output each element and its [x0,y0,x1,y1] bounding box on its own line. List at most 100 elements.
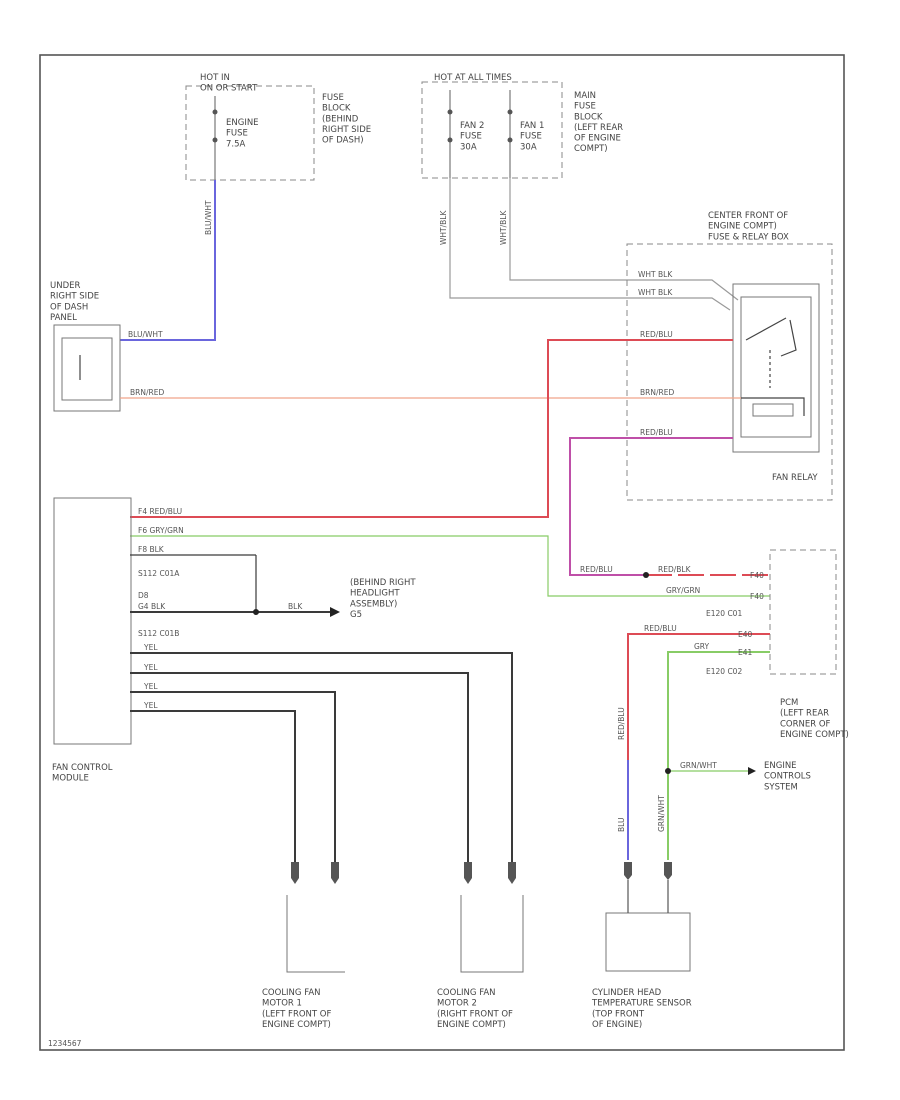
blu-vertical-label: BLU [617,818,626,832]
fan2-gray-wire [449,178,731,311]
green-cht-wire [667,651,770,860]
relay-switch-contact [780,319,797,357]
motor1-connector-a [291,862,299,884]
fan-relay-box [732,283,820,453]
red-blu-pcm-a-label: RED/BLU [580,565,613,574]
purple-wire [569,437,733,576]
gry-grn-pcm-label: GRY/GRN [666,586,700,595]
fcm-grn-grn-label: F6 GRY/GRN [138,526,184,535]
pin-f40-label: F40 [750,571,764,580]
yel-wire-1 [130,652,513,862]
yel-wire-2 [130,672,469,862]
brn-red-relay-label: BRN/RED [640,388,674,397]
fan2-fuse-terminal-top [447,109,453,115]
fan-relay-inner [740,296,812,438]
green-wire [130,535,770,597]
ground-splice [253,609,259,615]
wht-blk-vertical-2: WHT/BLK [499,210,508,245]
d8-label: D8 [138,591,149,600]
cht-connector-2 [664,862,672,880]
under-dash-inner [61,337,113,401]
cooling-fan-2-box [460,895,524,973]
red-blu-cht-label: RED/BLU [644,624,677,633]
s112b-label: S112 C01B [138,629,179,638]
yel-wire-3 [130,691,336,862]
e120-label: E120 C01 [706,609,742,618]
fan1-fuse-terminal-top [507,109,513,115]
relay-coil [752,403,794,417]
pin-e40-label: E40 [738,630,753,639]
blu-wht-vertical-label: BLU/WHT [204,200,213,235]
diagram-frame [39,54,845,1051]
pcm-splice-dot [643,572,649,578]
red-wire [130,339,733,518]
engine-fuse-terminal-top [212,109,218,115]
fuse-relay-box-outline [626,243,833,501]
fan1-gray-wire [509,178,739,301]
gry-grn-cht-label: GRY [694,642,710,651]
relay-switch-arm [745,317,787,341]
blue-wire [120,180,216,341]
fcm-blk-label: F8 BLK [138,545,165,554]
motor2-connector-a [464,862,472,884]
pin-f40b-label: F40 [750,592,764,601]
fan1-fuse-terminal-bottom [507,137,513,143]
e120b-label: E120 C02 [706,667,742,676]
blu-wht-label: BLU/WHT [128,330,163,339]
yel-label-2: YEL [143,663,158,672]
red-blu-relay2-label: RED/BLU [640,428,673,437]
blk-g5-label: BLK [288,602,303,611]
yel-label-1: YEL [143,643,158,652]
hot-at-all-times-label: HOT AT ALL TIMES [434,73,512,83]
fcm-red-blu-label: F4 RED/BLU [138,507,182,516]
grn-vertical-label: GRN/WHT [657,795,666,832]
engine-controls-splice [665,768,671,774]
red-blu-cht-wire [627,633,770,760]
g4-blk-label: G4 BLK [138,602,166,611]
pcm-outline [769,549,837,675]
fuse-block-dash-outline [185,85,315,181]
motor1-connector-b [331,862,339,884]
red-blu-pcm-b-label: RED/BLK [658,565,692,574]
red-blu-vertical-label: RED/BLU [617,707,626,740]
pin-e41-label: E41 [738,648,753,657]
yel-label-3: YEL [143,682,158,691]
cht-sensor-box [605,912,691,972]
fan-relay-label: FAN RELAY [772,473,818,483]
ground-arrow [330,607,340,617]
s112-label: S112 C01A [138,569,180,578]
relay-coil-lead [741,397,805,416]
yel-label-4: YEL [143,701,158,710]
wht-blk-label-2: WHT BLK [638,288,673,297]
wht-blk-label-1: WHT BLK [638,270,673,279]
cooling-fan-1-box [286,895,345,973]
red-blu-relay-label: RED/BLU [640,330,673,339]
engine-fuse-terminal-bottom [212,137,218,143]
fan-control-module-box [53,497,132,745]
main-fuse-block-outline [421,81,563,179]
engine-controls-arrow [748,767,756,775]
motor2-connector-b [508,862,516,884]
brn-red-label: BRN/RED [130,388,164,397]
diagram-id: 1234567 [48,1039,82,1048]
yel-wire-4 [130,710,296,862]
cht-connector-1 [624,862,632,880]
fan2-fuse-terminal-bottom [447,137,453,143]
wht-blk-vertical-1: WHT/BLK [439,210,448,245]
grn-wht-label: GRN/WHT [680,761,717,770]
